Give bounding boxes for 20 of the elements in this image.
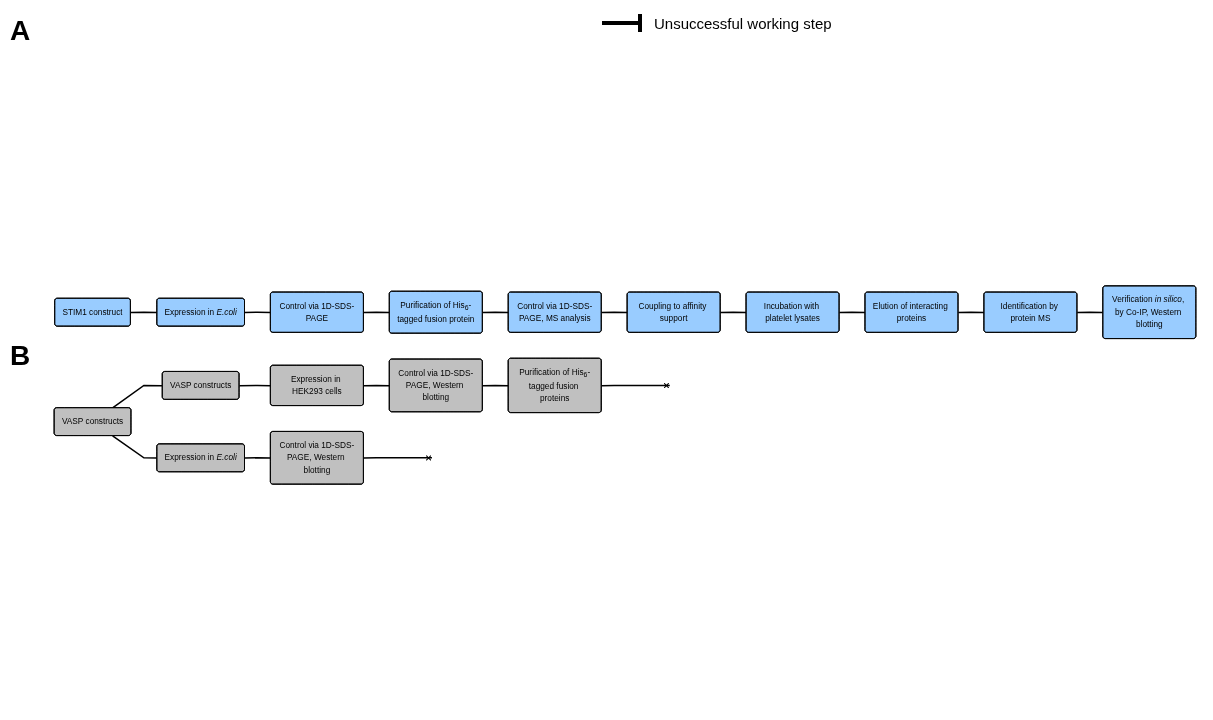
connector	[481, 311, 510, 314]
connector	[244, 457, 272, 459]
legend-text: Unsuccessful working step	[654, 14, 832, 32]
connector	[481, 384, 510, 387]
connector	[838, 311, 866, 314]
connector	[1076, 311, 1104, 314]
connector	[238, 384, 272, 387]
connector	[129, 311, 158, 314]
connector	[362, 311, 391, 314]
connector	[362, 384, 391, 387]
connector	[719, 311, 748, 314]
connector	[362, 455, 433, 461]
connector	[244, 311, 272, 314]
connector	[600, 382, 671, 389]
connector	[111, 384, 164, 409]
panel-letter: A	[10, 15, 31, 47]
connector	[600, 311, 629, 314]
panel-letter: B	[10, 340, 31, 372]
connector	[957, 311, 985, 314]
connector	[111, 435, 158, 459]
